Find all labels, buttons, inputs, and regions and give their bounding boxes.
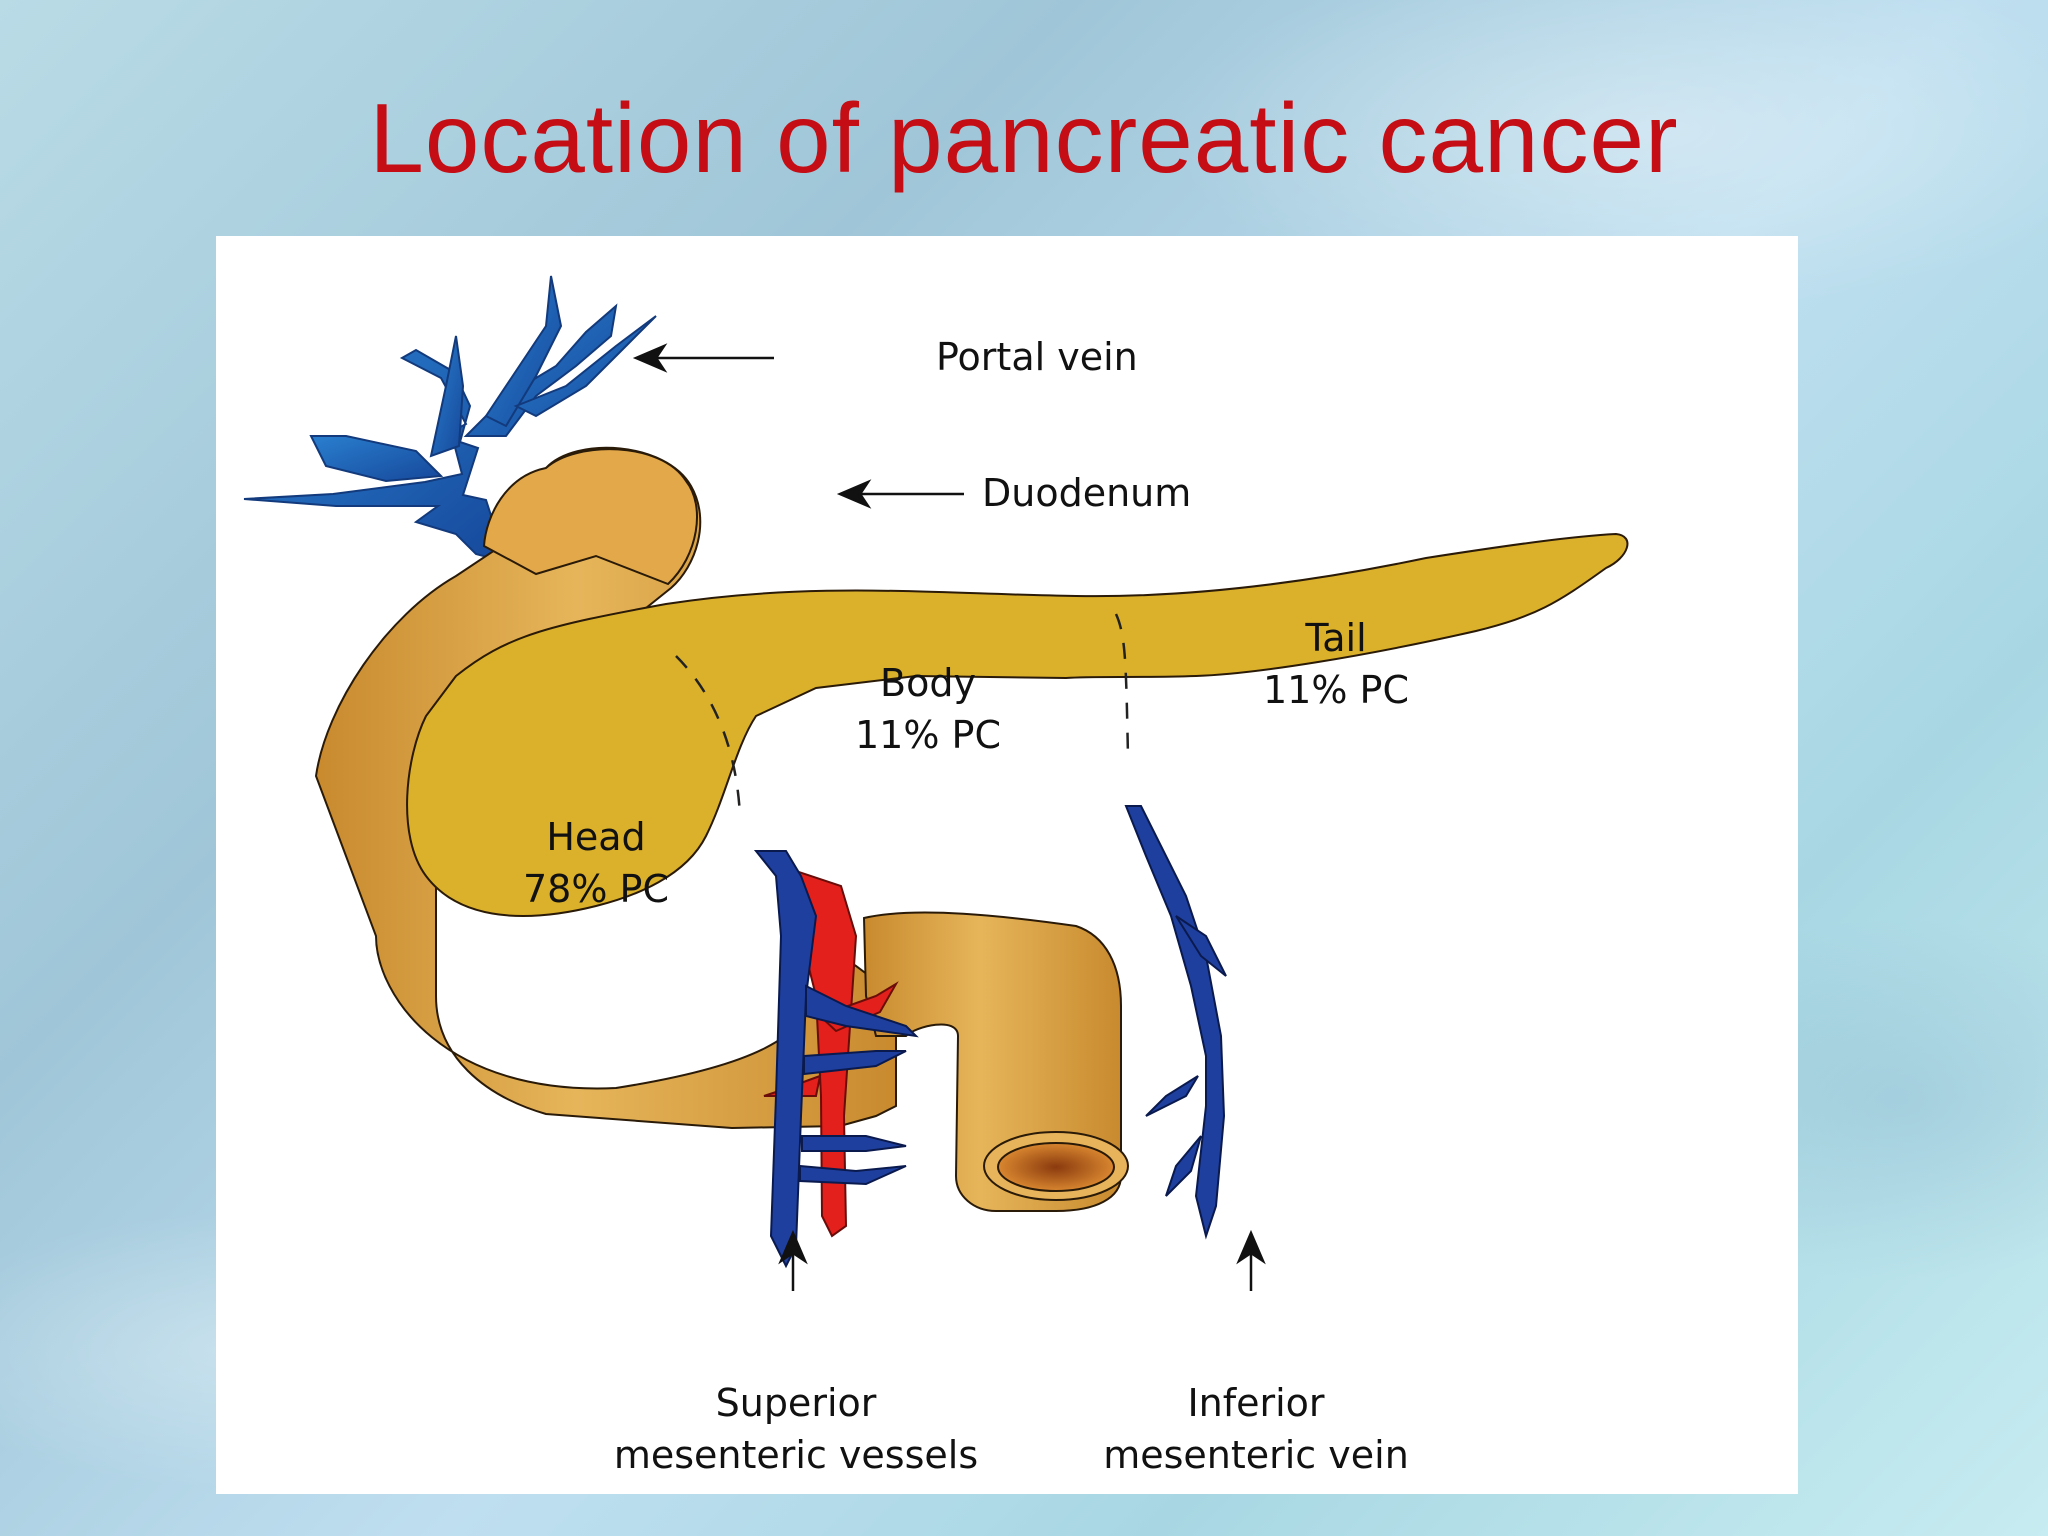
arrows	[632, 343, 1266, 1291]
smv-arrowhead	[778, 1229, 808, 1265]
slide-title: Location of pancreatic cancer	[369, 83, 1679, 193]
pancreas-shape	[406, 532, 1629, 917]
head-percent-label: 78% PC	[523, 867, 669, 911]
head-label: Head	[546, 815, 645, 859]
duodenum-arrowhead	[836, 479, 872, 509]
smv-label-line1: Superior	[716, 1381, 877, 1425]
body-percent-label: 11% PC	[855, 713, 1001, 757]
tail-percent-label: 11% PC	[1263, 668, 1409, 712]
portal-vein-arrowhead	[632, 343, 668, 373]
tail-label: Tail	[1304, 616, 1366, 660]
pancreas-diagram: Portal vein Duodenum Body 11% PC Tail 11…	[243, 275, 1629, 1477]
portal-vein-label: Portal vein	[936, 335, 1138, 379]
imv-label-line1: Inferior	[1187, 1381, 1324, 1425]
anatomy-figure: Portal vein Duodenum Body 11% PC Tail 11…	[216, 236, 1798, 1494]
duodenum-label: Duodenum	[982, 471, 1191, 515]
portal-vein-shape	[243, 275, 657, 564]
superior-mesenteric-vessels-shape	[753, 850, 919, 1269]
imv-arrowhead	[1236, 1229, 1266, 1265]
imv-label-line2: mesenteric vein	[1103, 1433, 1409, 1477]
body-label: Body	[880, 661, 976, 705]
smv-label-line2: mesenteric vessels	[614, 1433, 978, 1477]
inferior-mesenteric-vein-shape	[1124, 805, 1227, 1240]
